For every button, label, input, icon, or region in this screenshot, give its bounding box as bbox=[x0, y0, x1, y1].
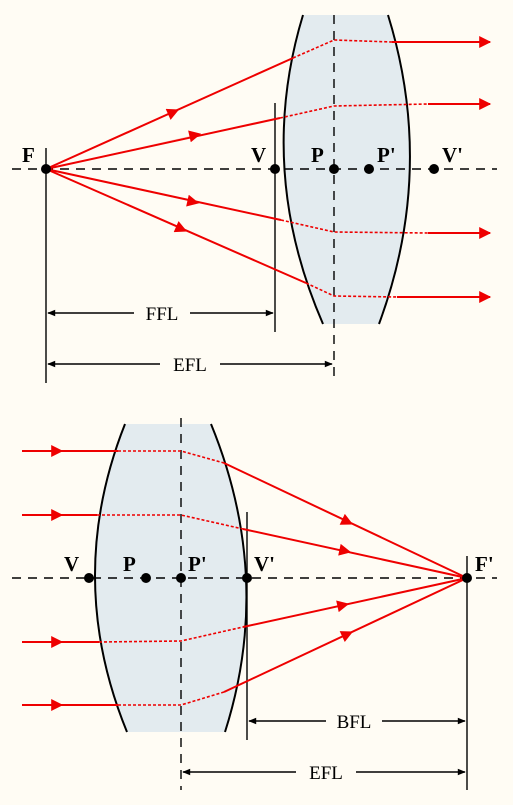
bottom-lens bbox=[94, 424, 247, 732]
top-point-p-prime bbox=[364, 164, 374, 174]
bottom-ray-4-arrow-out bbox=[223, 631, 354, 693]
bottom-bfl-label: BFL bbox=[337, 712, 372, 733]
bottom-rays bbox=[22, 445, 468, 711]
bottom-ray-2-outgoing bbox=[242, 528, 468, 579]
bottom-ray-4-inside bbox=[118, 691, 225, 706]
bottom-ray-3-inside bbox=[98, 626, 244, 643]
bottom-ray-2-inside bbox=[97, 514, 244, 530]
top-point-f bbox=[41, 164, 51, 174]
top-ray-2-arrow-seg bbox=[45, 130, 202, 170]
bottom-point-p bbox=[141, 573, 151, 583]
top-ray-1-arrow-seg bbox=[45, 108, 180, 170]
bottom-ray-3-arrow-out bbox=[242, 600, 350, 628]
bottom-point-v-prime bbox=[242, 573, 252, 583]
top-label-f: F bbox=[22, 143, 35, 167]
bottom-ray-2-arrow-out bbox=[242, 528, 352, 556]
bottom-ray-1-arrow-out bbox=[223, 462, 354, 525]
top-ray-3-incoming bbox=[45, 168, 282, 221]
top-label-p-prime: P' bbox=[377, 143, 396, 167]
bottom-label-v-prime: V' bbox=[254, 552, 275, 576]
bottom-diagram: V P P' V' F' BFL EFL bbox=[12, 418, 497, 790]
top-ray-3-inside bbox=[280, 219, 429, 234]
top-rays bbox=[45, 36, 492, 303]
top-ray-4-arrow-seg bbox=[45, 168, 188, 233]
bottom-point-p-prime bbox=[176, 573, 186, 583]
bottom-label-p: P bbox=[123, 552, 136, 576]
top-lens bbox=[283, 15, 410, 324]
top-point-v-prime bbox=[429, 164, 439, 174]
bottom-point-f-prime bbox=[462, 573, 472, 583]
top-ray-4-inside bbox=[305, 282, 398, 298]
top-label-p: P bbox=[311, 143, 324, 167]
bottom-label-p-prime: P' bbox=[188, 552, 207, 576]
bottom-ray-1-inside bbox=[118, 450, 225, 464]
top-ray-2-incoming bbox=[45, 117, 281, 170]
top-ray-3-arrow-seg bbox=[45, 168, 200, 207]
top-ray-2-inside bbox=[279, 103, 429, 119]
bottom-efl-label: EFL bbox=[309, 763, 343, 784]
bottom-label-f-prime: F' bbox=[475, 552, 494, 576]
top-point-p bbox=[329, 164, 339, 174]
top-ray-4-incoming bbox=[45, 168, 307, 284]
top-lens-right-surface bbox=[378, 14, 411, 325]
top-label-v: V bbox=[251, 143, 266, 167]
bottom-point-v bbox=[84, 573, 94, 583]
top-efl-label: EFL bbox=[173, 355, 207, 376]
top-diagram: F V P P' V' FFL EFL bbox=[12, 14, 497, 383]
top-ffl-label: FFL bbox=[146, 304, 179, 325]
top-point-v bbox=[270, 164, 280, 174]
bottom-label-v: V bbox=[64, 552, 79, 576]
top-label-v-prime: V' bbox=[442, 143, 463, 167]
